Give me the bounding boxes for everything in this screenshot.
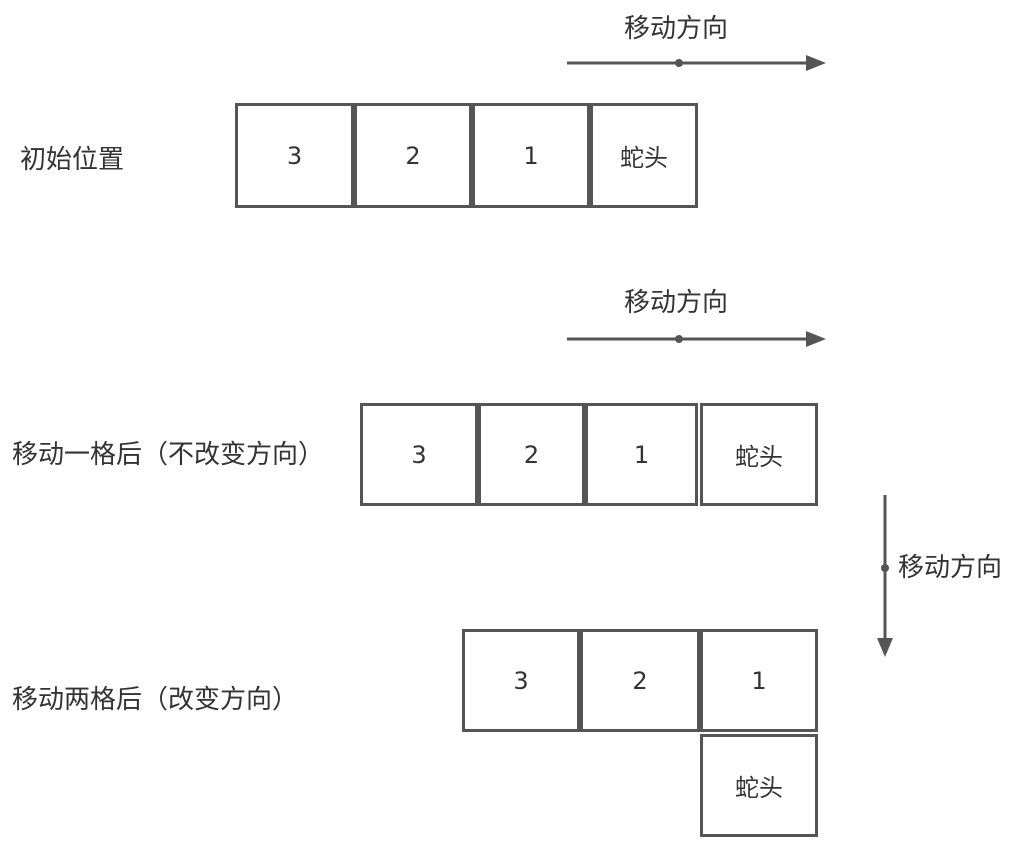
- snake-cell-1: 1: [472, 103, 590, 208]
- snake-head-cell: 蛇头: [590, 103, 698, 208]
- arrow-right-2: [567, 331, 826, 347]
- snake-cell-2: 2: [478, 403, 585, 506]
- direction-label-2: 移动方向: [624, 288, 729, 318]
- stage-label-initial: 初始位置: [20, 145, 125, 175]
- snake-cell-3: 3: [462, 629, 580, 732]
- arrow-down: [877, 495, 893, 657]
- snake-cell-3: 3: [360, 403, 478, 506]
- stage-label-one-move: 移动一格后（不改变方向）: [12, 440, 325, 470]
- snake-cell-1: 1: [585, 403, 698, 506]
- snake-cell-2: 2: [354, 103, 472, 208]
- snake-cell-3: 3: [235, 103, 354, 208]
- arrow-right-1: [567, 55, 826, 71]
- direction-label-3: 移动方向: [898, 553, 1003, 583]
- snake-cell-1: 1: [700, 629, 818, 732]
- snake-head-cell: 蛇头: [700, 403, 818, 506]
- snake-head-cell: 蛇头: [700, 734, 818, 837]
- stage-label-two-moves: 移动两格后（改变方向）: [12, 685, 299, 715]
- snake-cell-2: 2: [580, 629, 700, 732]
- direction-label-1: 移动方向: [624, 14, 729, 44]
